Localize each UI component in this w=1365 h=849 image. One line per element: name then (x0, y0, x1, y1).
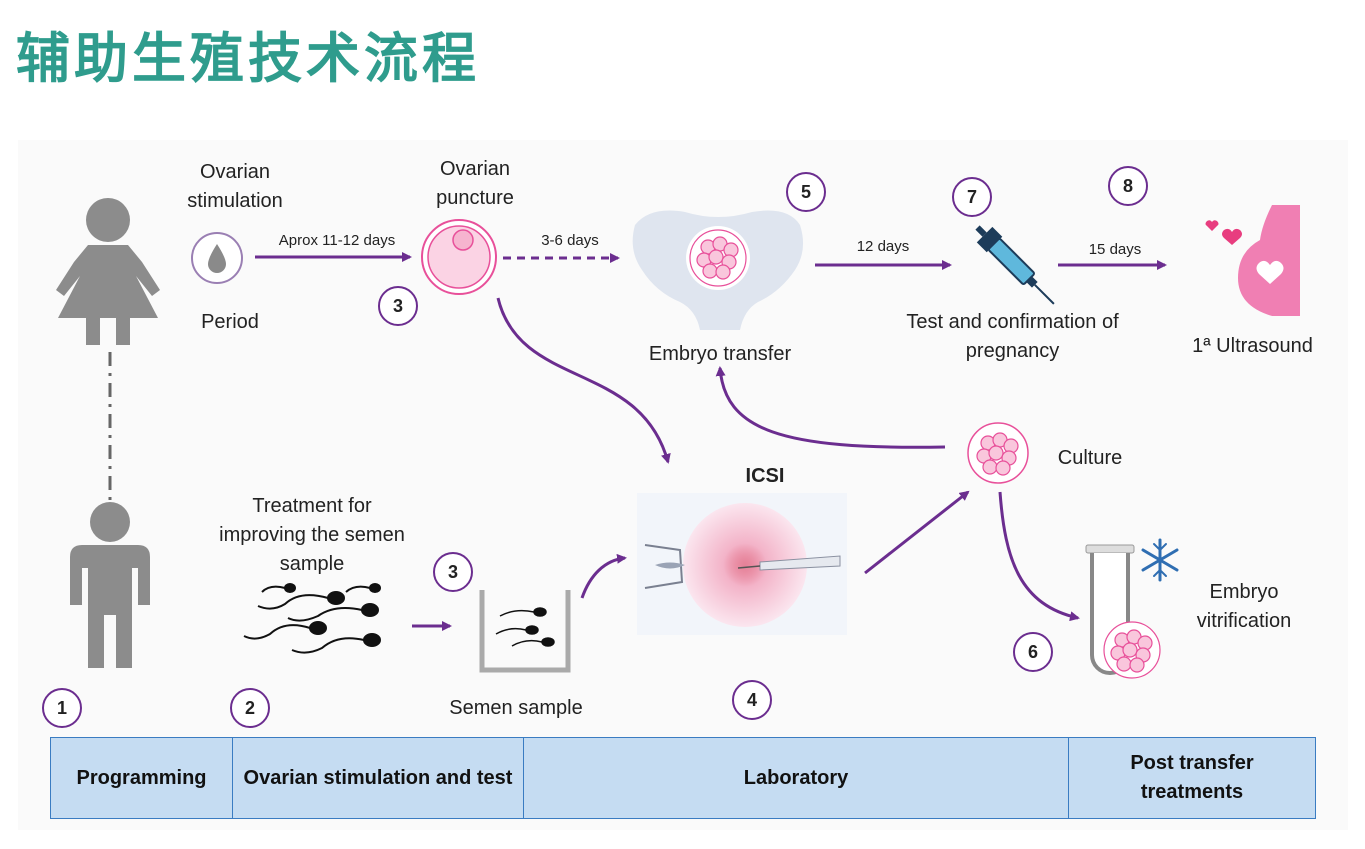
step-badge-5: 5 (786, 172, 826, 212)
woman-icon (56, 198, 160, 345)
step-badge-4: 4 (732, 680, 772, 720)
microscope-icon (637, 493, 847, 635)
phase-programming: Programming (50, 737, 233, 819)
label-embryo-transfer: Embryo transfer (648, 343, 792, 365)
label-aprox-days: Aprox 11-12 days (278, 232, 396, 249)
beaker-icon (479, 590, 571, 673)
phase-post-transfer: Post transfer treatments (1068, 737, 1316, 819)
label-semen-sample: Semen sample (449, 697, 583, 719)
step-badge-3-semen: 3 (433, 552, 473, 592)
step-badge-8: 8 (1108, 166, 1148, 206)
step-badge-6: 6 (1013, 632, 1053, 672)
arrow-culture-transfer (715, 366, 946, 449)
snowflake-icon (1141, 538, 1179, 582)
label-ovarian-puncture: Ovarian puncture (436, 158, 514, 209)
phase-row: Programming Ovarian stimulation and test… (50, 737, 1316, 819)
page-title: 辅助生殖技术流程 (16, 27, 480, 90)
label-ovarian-stimulation: Ovarian stimulation (187, 161, 283, 212)
arrow-culture-vitrification (998, 491, 1080, 622)
phase-ovarian-stimulation: Ovarian stimulation and test (232, 737, 524, 819)
label-embryo-vitrification: Embryo vitrification (1196, 581, 1292, 632)
step-badge-7: 7 (952, 177, 992, 217)
label-treatment-semen: Treatment for improving the semen sample (219, 495, 405, 575)
phase-laboratory: Laboratory (523, 737, 1069, 819)
sperm-icon (243, 583, 381, 654)
step-badge-3-puncture: 3 (378, 286, 418, 326)
label-period: Period (201, 311, 259, 333)
step-badge-1: 1 (42, 688, 82, 728)
label-culture: Culture (1057, 447, 1123, 469)
drop-icon (191, 232, 243, 284)
step-badge-2: 2 (230, 688, 270, 728)
label-twelve-days: 12 days (856, 238, 910, 255)
culture-embryo-icon (967, 422, 1029, 484)
phase-table: Programming Ovarian stimulation and test… (50, 737, 1316, 819)
oocyte-icon (421, 219, 497, 295)
arrow-icsi-culture (864, 490, 970, 575)
arrow-puncture-icsi (496, 297, 671, 464)
label-icsi: ICSI (745, 465, 785, 487)
syringe-icon (975, 225, 1055, 305)
arrow-beaker-icsi (580, 553, 627, 599)
label-fifteen-days: 15 days (1088, 241, 1142, 258)
label-ultrasound: 1ª Ultrasound (1192, 335, 1313, 357)
test-tube-icon (1085, 544, 1161, 679)
label-three-six-days: 3-6 days (541, 232, 599, 249)
man-icon (70, 502, 150, 668)
label-test-confirmation: Test and confirmation of pregnancy (906, 311, 1119, 362)
embryo-icon (689, 229, 747, 287)
pregnant-icon (1205, 205, 1300, 316)
